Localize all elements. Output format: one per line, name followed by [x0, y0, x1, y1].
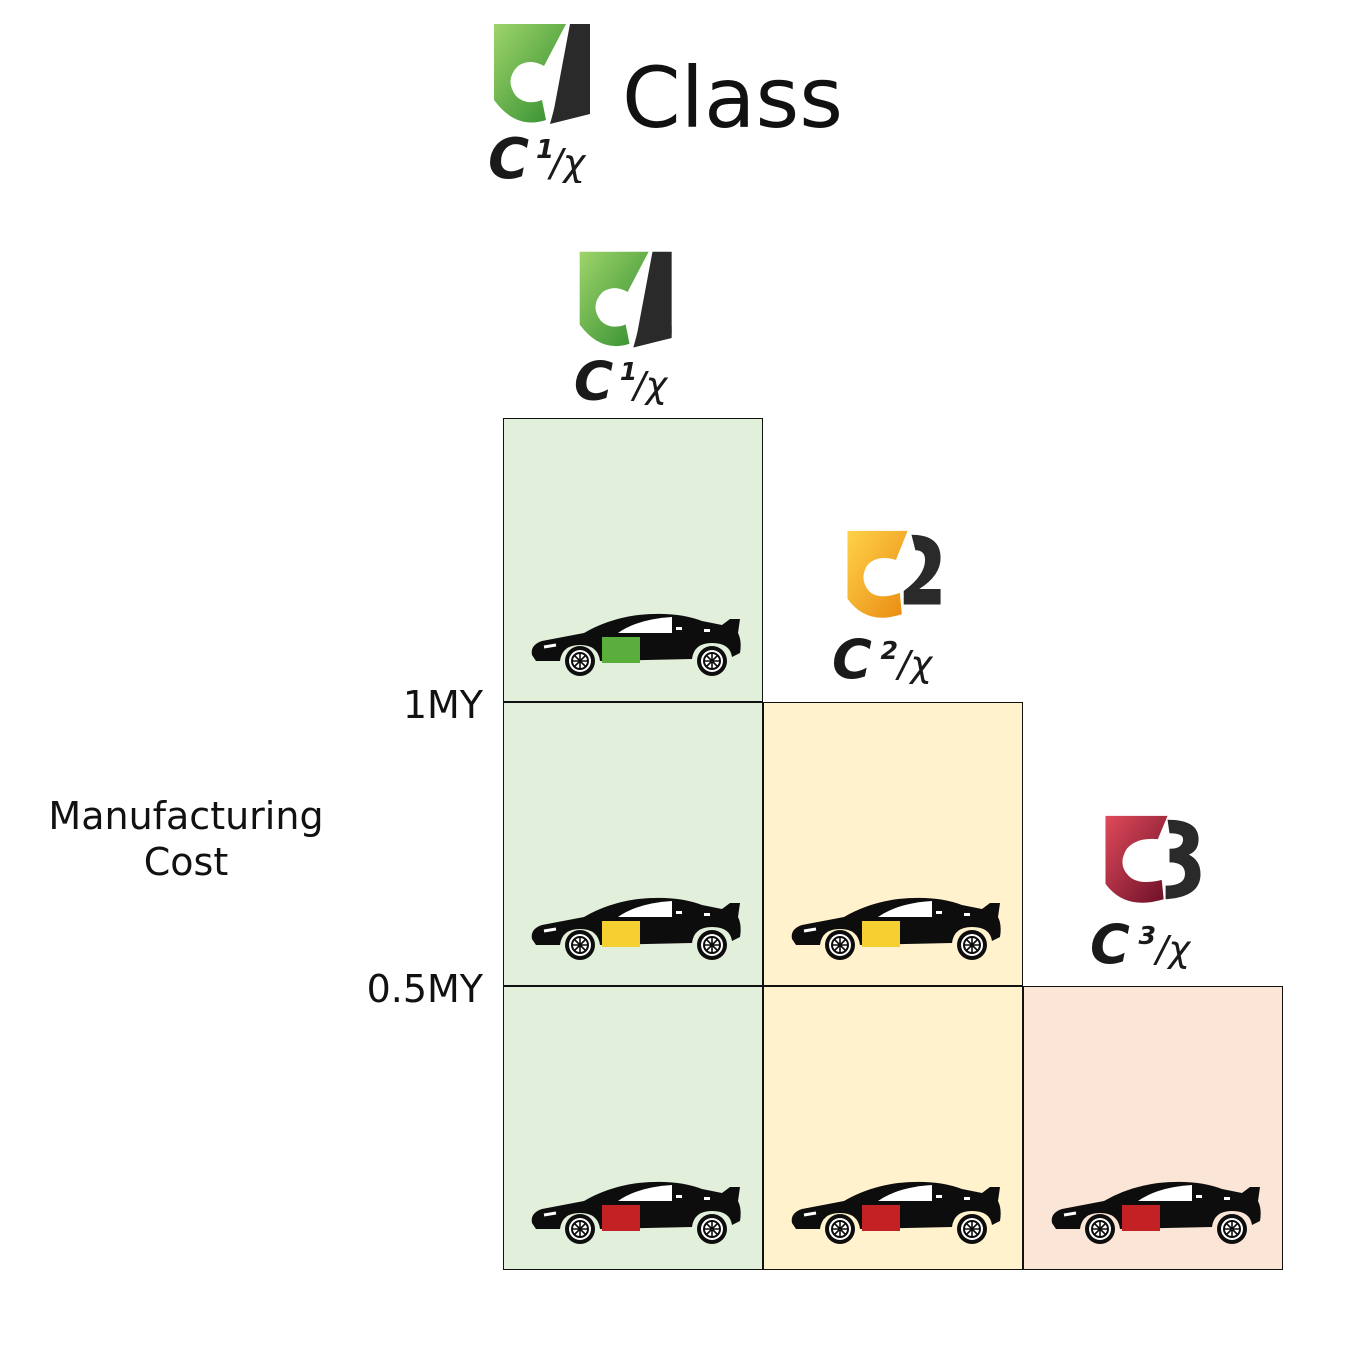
- grid-cell-c1-row2: [503, 986, 763, 1270]
- sports-car-icon: [531, 1181, 741, 1244]
- header: C 1 /χ Class: [486, 18, 866, 183]
- svg-text:/χ: /χ: [630, 363, 668, 405]
- c1-logo-text: C: [488, 127, 529, 183]
- sports-car-icon: [791, 897, 1001, 960]
- sports-car-icon: [1046, 1175, 1266, 1245]
- grid-cell-c2-row2: [763, 986, 1023, 1270]
- sports-car-icon: [791, 1181, 1001, 1244]
- grid-cell-c1-row0: [503, 418, 763, 702]
- grid-cell-c2-row1: [763, 702, 1023, 986]
- c3-logo-text: C: [1090, 913, 1130, 970]
- sports-car-icon: [1051, 1181, 1261, 1244]
- c2-logo-text: C: [832, 628, 872, 685]
- sports-car-icon: [526, 891, 746, 961]
- c1-class-logo: C 1 /χ: [572, 245, 687, 405]
- svg-text:1: 1: [536, 135, 554, 165]
- grid-cell-c1-row1: [503, 702, 763, 986]
- y-axis-title: Manufacturing Cost: [36, 793, 336, 885]
- c1-shield-logo-header: C 1 /χ: [486, 18, 606, 183]
- tick-label-1my: 1MY: [402, 683, 483, 727]
- y-axis-title-line1: Manufacturing: [48, 794, 324, 838]
- svg-text:/χ: /χ: [547, 141, 587, 183]
- svg-text:/χ: /χ: [895, 642, 933, 685]
- c3-class-logo: C 3 /χ: [1088, 810, 1218, 970]
- sports-car-icon: [786, 891, 1006, 961]
- grid-cell-c3-row2: [1023, 986, 1283, 1270]
- svg-text:3: 3: [1138, 921, 1156, 950]
- sports-car-icon: [526, 1175, 746, 1245]
- tick-label-0-5my: 0.5MY: [366, 967, 483, 1011]
- sports-car-icon: [526, 607, 746, 677]
- svg-text:/χ: /χ: [1153, 927, 1191, 970]
- c1-shield-icon: C 1 /χ: [488, 24, 590, 183]
- sports-car-icon: [531, 897, 741, 960]
- page-title: Class: [622, 49, 843, 147]
- c1-shield-icon: C 1 /χ: [574, 251, 672, 405]
- c2-class-logo: C 2 /χ: [830, 525, 960, 685]
- y-axis-title-line2: Cost: [143, 840, 229, 884]
- c1-logo-text: C: [574, 349, 613, 405]
- c2-shield-icon: C 2 /χ: [832, 530, 941, 685]
- c3-shield-icon: C 3 /χ: [1090, 815, 1201, 970]
- svg-text:2: 2: [880, 636, 898, 665]
- sports-car-icon: [531, 613, 741, 676]
- sports-car-icon: [786, 1175, 1006, 1245]
- svg-text:1: 1: [620, 357, 637, 386]
